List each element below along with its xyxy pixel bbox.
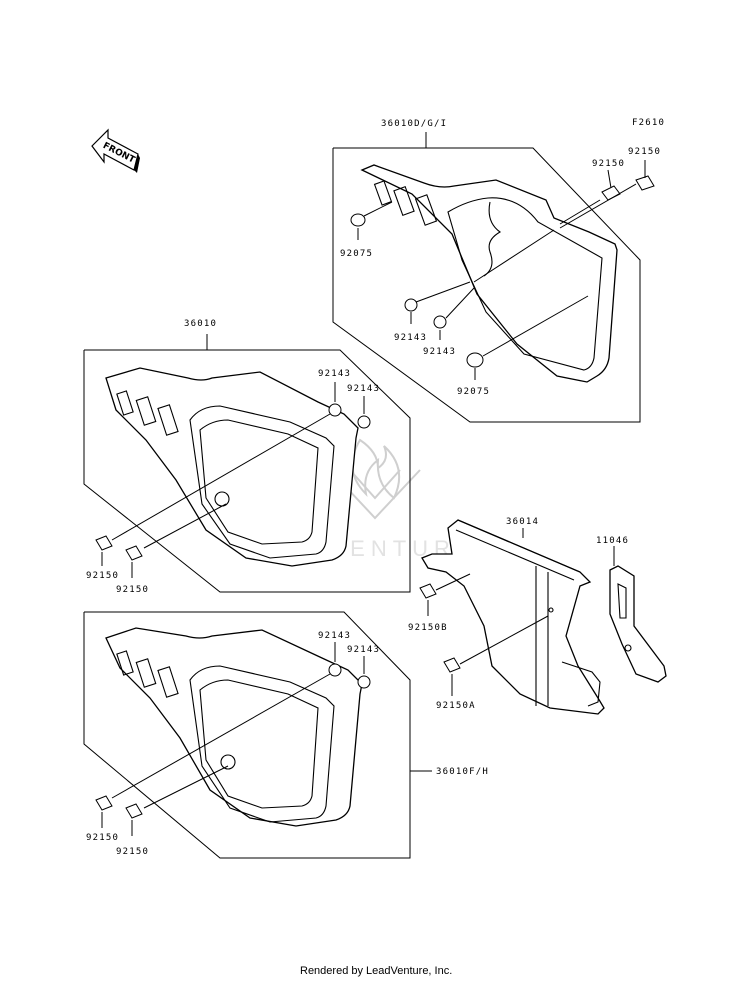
callout-top-bolt-2: 92150: [628, 147, 661, 157]
callout-top-cap-lower: 92075: [457, 387, 490, 397]
callout-36010: 36010: [184, 319, 217, 329]
callout-mid-bolt-2: 92150: [116, 585, 149, 595]
bolt-low-1: [95, 673, 331, 828]
callout-top-washer-1: 92143: [394, 333, 427, 343]
washer-mid-1: [328, 382, 342, 417]
washer-mid-2: [357, 396, 371, 429]
bracket: [609, 565, 667, 683]
bolt-mid-1: [95, 413, 331, 566]
washer-low-1: [328, 642, 342, 677]
callout-11046: 11046: [596, 536, 629, 546]
bolt-guard-b: [419, 573, 471, 616]
callout-36014: 36014: [506, 517, 539, 527]
callout-36010d-g-i: 36010D/G/I: [381, 119, 447, 129]
chain-guard: [421, 519, 605, 715]
side-cover-top: [360, 164, 618, 383]
washer-top-1: [404, 281, 471, 324]
callout-guard-bolt-b: 92150B: [408, 623, 448, 633]
cap-top-upper: [350, 201, 393, 240]
assembly-frame-mid: [83, 349, 411, 593]
callout-mid-washer-1: 92143: [318, 369, 351, 379]
callout-mid-bolt-1: 92150: [86, 571, 119, 581]
washer-low-2: [357, 656, 371, 689]
side-cover-low: [105, 627, 363, 827]
washer-top-2: [433, 287, 475, 340]
callout-36010f-h: 36010F/H: [436, 767, 489, 777]
callout-low-washer-2: 92143: [347, 645, 380, 655]
bolt-top-2: [559, 160, 655, 229]
callout-low-bolt-1: 92150: [86, 833, 119, 843]
cap-top-lower: [466, 295, 589, 380]
figure-code: F2610: [632, 118, 665, 128]
bolt-mid-2: [125, 503, 227, 578]
side-cover-mid: [105, 367, 359, 567]
assembly-frame-top: [332, 147, 641, 423]
callout-low-bolt-2: 92150: [116, 847, 149, 857]
callout-top-cap-upper: 92075: [340, 249, 373, 259]
assembly-frame-low: [83, 611, 411, 859]
callout-top-washer-2: 92143: [423, 347, 456, 357]
callout-top-bolt-1: 92150: [592, 159, 625, 169]
callout-guard-bolt-a: 92150A: [436, 701, 476, 711]
callout-mid-washer-2: 92143: [347, 384, 380, 394]
footer-credit: Rendered by LeadVenture, Inc.: [300, 965, 452, 977]
callout-low-washer-1: 92143: [318, 631, 351, 641]
bolt-guard-a: [443, 615, 549, 696]
bolt-top-1: [559, 169, 621, 225]
bolt-low-2: [125, 765, 229, 836]
front-arrow-icon: FRONT: [91, 128, 140, 173]
